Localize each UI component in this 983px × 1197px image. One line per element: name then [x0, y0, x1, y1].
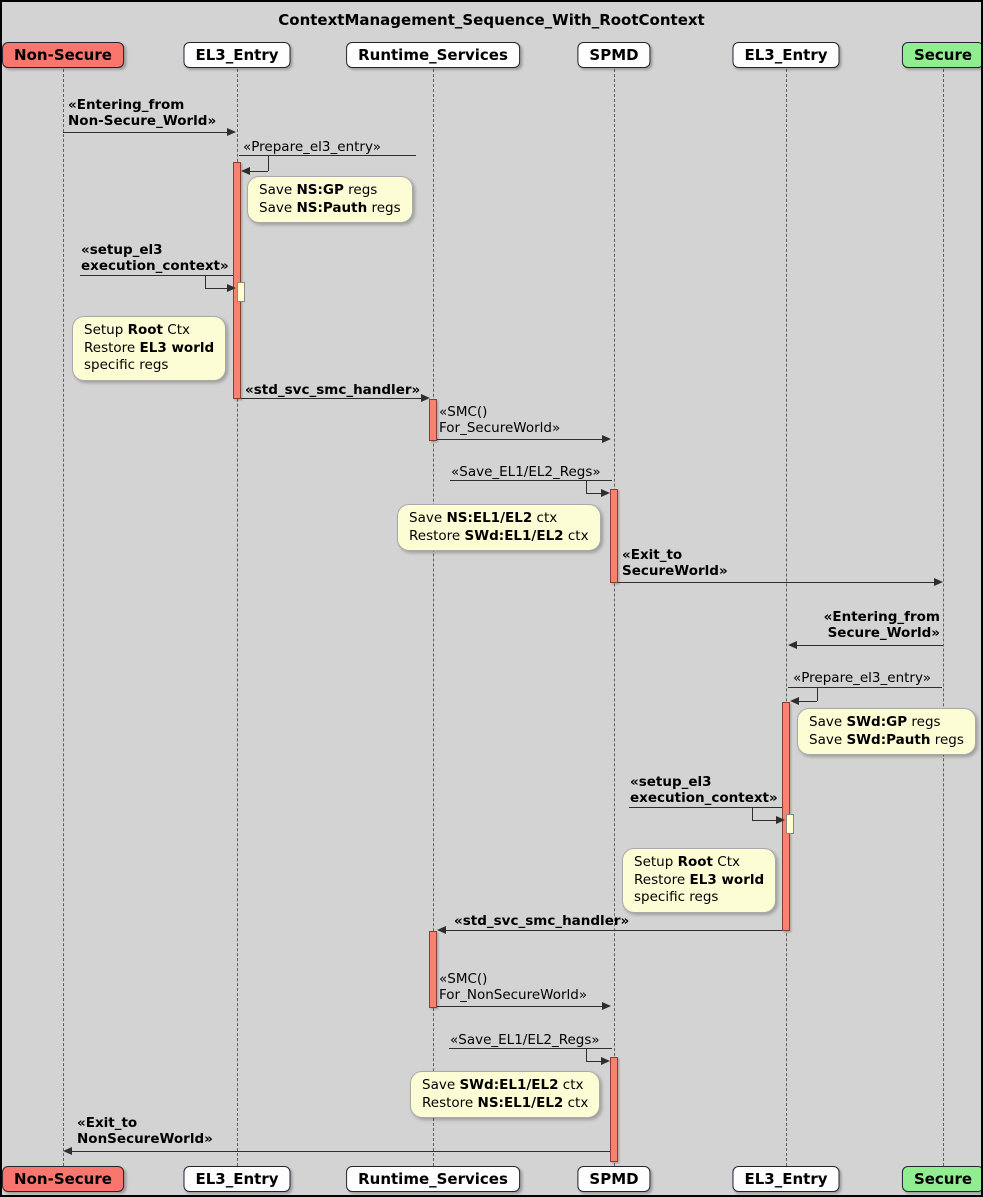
activation-runtime-services-1	[429, 399, 437, 441]
arrow-line	[63, 132, 227, 133]
arrow-head	[227, 284, 236, 292]
arrow-head	[602, 1002, 611, 1010]
arrow-line	[586, 480, 587, 493]
message-label-smc-for-secure-world: «SMC() For_SecureWorld»	[439, 404, 561, 436]
message-label-setup-el3-context-2: «setup_el3 execution_context»	[630, 774, 778, 806]
message-label-smc-for-non-secure-world: «SMC() For_NonSecureWorld»	[439, 971, 588, 1003]
arrow-line	[586, 493, 601, 494]
activation-spmd-1	[610, 489, 618, 583]
arrow-head	[241, 167, 250, 175]
arrow-head	[790, 697, 799, 705]
arrow-line	[788, 687, 942, 688]
participant-top-el3-entry-2: EL3_Entry	[732, 42, 840, 68]
participant-bottom-spmd: SPMD	[577, 1166, 651, 1192]
arrow-line	[752, 820, 776, 821]
participant-bottom-el3-entry-2: EL3_Entry	[732, 1166, 840, 1192]
arrow-line	[752, 807, 753, 820]
message-label-exit-to-non-secure-world: «Exit_to NonSecureWorld»	[77, 1115, 213, 1147]
arrow-line	[817, 687, 818, 701]
arrow-head	[788, 641, 797, 649]
participant-bottom-non-secure: Non-Secure	[2, 1166, 124, 1192]
participant-top-secure: Secure	[901, 42, 981, 68]
message-label-prepare-el3-entry-1: «Prepare_el3_entry»	[243, 139, 381, 155]
participant-bottom-runtime-services: Runtime_Services	[346, 1166, 520, 1192]
arrow-line	[797, 645, 943, 646]
arrow-line	[449, 1048, 612, 1049]
arrow-line	[437, 1006, 602, 1007]
activation-el3-entry-1	[233, 162, 241, 399]
lifeline-secure	[943, 69, 944, 1166]
activation-el3-entry-2-nested	[786, 814, 794, 834]
arrow-head	[437, 926, 446, 934]
message-label-setup-el3-context-1: «setup_el3 execution_context»	[81, 242, 229, 274]
arrow-line	[205, 275, 206, 288]
lifeline-non-secure	[63, 69, 64, 1166]
message-label-entering-from-secure-world: «Entering_from Secure_World»	[823, 609, 940, 641]
participant-top-runtime-services: Runtime_Services	[346, 42, 520, 68]
arrow-line	[799, 701, 817, 702]
arrow-line	[446, 930, 782, 931]
arrow-line	[586, 1061, 601, 1062]
arrow-head	[227, 128, 236, 136]
arrow-line	[268, 155, 269, 171]
arrow-line	[437, 439, 602, 440]
arrow-head	[934, 578, 943, 586]
arrow-head	[63, 1147, 72, 1155]
arrow-line	[586, 1048, 587, 1061]
arrow-line	[239, 155, 416, 156]
arrow-line	[241, 398, 421, 399]
arrow-head	[602, 435, 611, 443]
lifeline-spmd	[614, 69, 615, 1166]
arrow-line	[205, 288, 227, 289]
activation-el3-entry-1-nested	[237, 282, 245, 302]
participant-top-el3-entry-1: EL3_Entry	[183, 42, 291, 68]
participant-top-non-secure: Non-Secure	[2, 42, 124, 68]
diagram-title: ContextManagement_Sequence_With_RootCont…	[278, 11, 705, 29]
arrow-head	[601, 489, 610, 497]
lifeline-el3-entry-1	[237, 69, 238, 1166]
arrow-line	[629, 807, 782, 808]
arrow-line	[250, 171, 268, 172]
arrow-head	[601, 1057, 610, 1065]
arrow-line	[618, 582, 934, 583]
participant-bottom-el3-entry-1: EL3_Entry	[183, 1166, 291, 1192]
message-label-exit-to-secure-world: «Exit_to SecureWorld»	[622, 547, 728, 579]
message-label-std-svc-smc-handler-2: «std_svc_smc_handler»	[454, 913, 630, 929]
arrow-line	[450, 480, 612, 481]
arrow-line	[72, 1151, 610, 1152]
participant-bottom-secure: Secure	[901, 1166, 981, 1192]
message-label-std-svc-smc-handler-1: «std_svc_smc_handler»	[245, 382, 421, 398]
lifeline-el3-entry-2	[786, 69, 787, 1166]
arrow-line	[80, 275, 233, 276]
message-label-save-el1-el2-regs-2: «Save_EL1/EL2_Regs»	[450, 1032, 600, 1048]
activation-spmd-2	[610, 1057, 618, 1162]
lifeline-runtime-services	[433, 69, 434, 1166]
activation-runtime-services-2	[429, 931, 437, 1008]
message-label-entering-from-non-secure-world: «Entering_from Non-Secure_World»	[68, 97, 217, 129]
participant-top-spmd: SPMD	[577, 42, 651, 68]
arrow-head	[421, 394, 430, 402]
message-label-save-el1-el2-regs-1: «Save_EL1/EL2_Regs»	[451, 464, 601, 480]
message-label-prepare-el3-entry-2: «Prepare_el3_entry»	[793, 670, 931, 686]
arrow-head	[776, 816, 785, 824]
